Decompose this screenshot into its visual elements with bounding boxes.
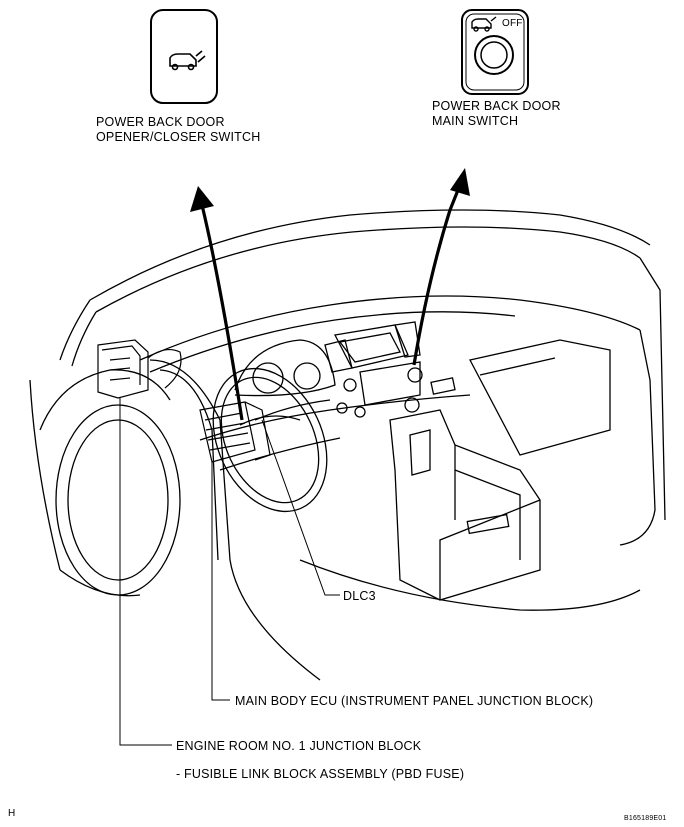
dlc3-label: DLC3 [343, 589, 376, 603]
engine-room-junction-block-label: ENGINE ROOM NO. 1 JUNCTION BLOCK [176, 739, 422, 753]
corner-letter: H [8, 808, 16, 819]
main-switch-graphic [461, 9, 529, 95]
instrument-cluster [234, 339, 336, 421]
figure-code: B165189E01 [624, 815, 667, 822]
fusible-link-label: - FUSIBLE LINK BLOCK ASSEMBLY (PBD FUSE) [176, 767, 465, 781]
car-body-outline [59, 209, 666, 611]
driver-door-frame [149, 359, 321, 681]
main-switch-off-text: OFF [502, 18, 523, 29]
center-stack [324, 321, 456, 418]
main-switch-label-line2: MAIN SWITCH [432, 114, 519, 128]
opener-switch-label-line1: POWER BACK DOOR [96, 115, 225, 129]
front-left-wheel [29, 369, 181, 597]
opener-switch-label: POWER BACK DOOR OPENER/CLOSER SWITCH [96, 115, 260, 145]
engine-room-junction-block-graphic [97, 339, 182, 399]
callout-leaders [119, 398, 340, 746]
opener-switch-label-line2: OPENER/CLOSER SWITCH [96, 130, 261, 144]
vehicle-back-door-off-icon [471, 16, 497, 32]
main-switch-label-line1: POWER BACK DOOR [432, 99, 561, 113]
center-console [389, 409, 541, 601]
main-body-ecu-graphic [199, 401, 271, 463]
vehicle-back-door-icon [169, 50, 206, 71]
main-body-ecu-label: MAIN BODY ECU (INSTRUMENT PANEL JUNCTION… [235, 694, 594, 708]
arrow-to-main-switch [412, 168, 470, 366]
opener-switch-graphic [150, 9, 218, 104]
arrow-to-opener-switch [190, 186, 244, 421]
main-switch-label: POWER BACK DOOR MAIN SWITCH [432, 99, 561, 129]
